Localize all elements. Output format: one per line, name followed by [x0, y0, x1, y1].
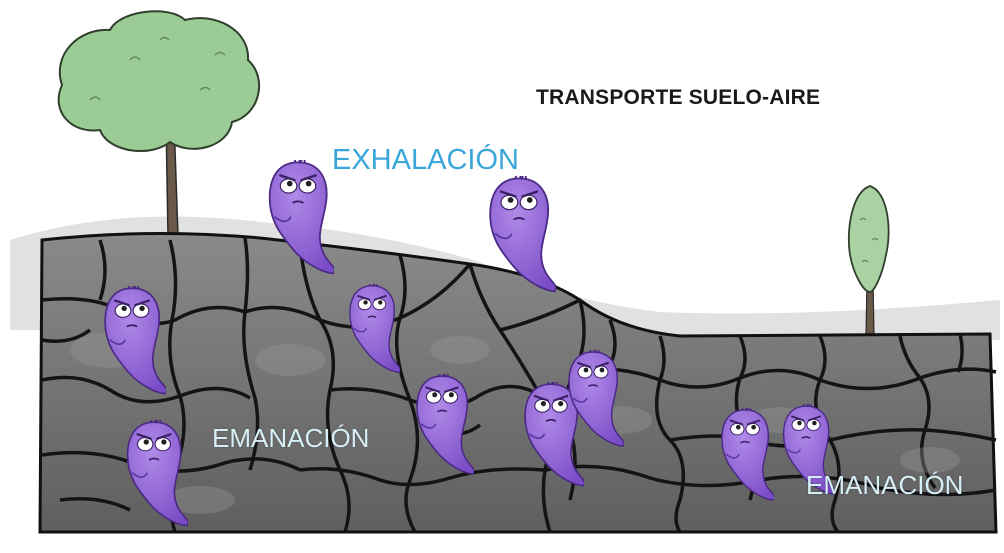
emanation-label-left: EMANACIÓN — [212, 423, 370, 453]
exhalation-label: EXHALACIÓN — [332, 144, 519, 176]
diagram-title: TRANSPORTE SUELO-AIRE — [536, 86, 821, 109]
emanation-label-right: EMANACIÓN — [806, 470, 964, 500]
large-tree — [57, 10, 261, 237]
